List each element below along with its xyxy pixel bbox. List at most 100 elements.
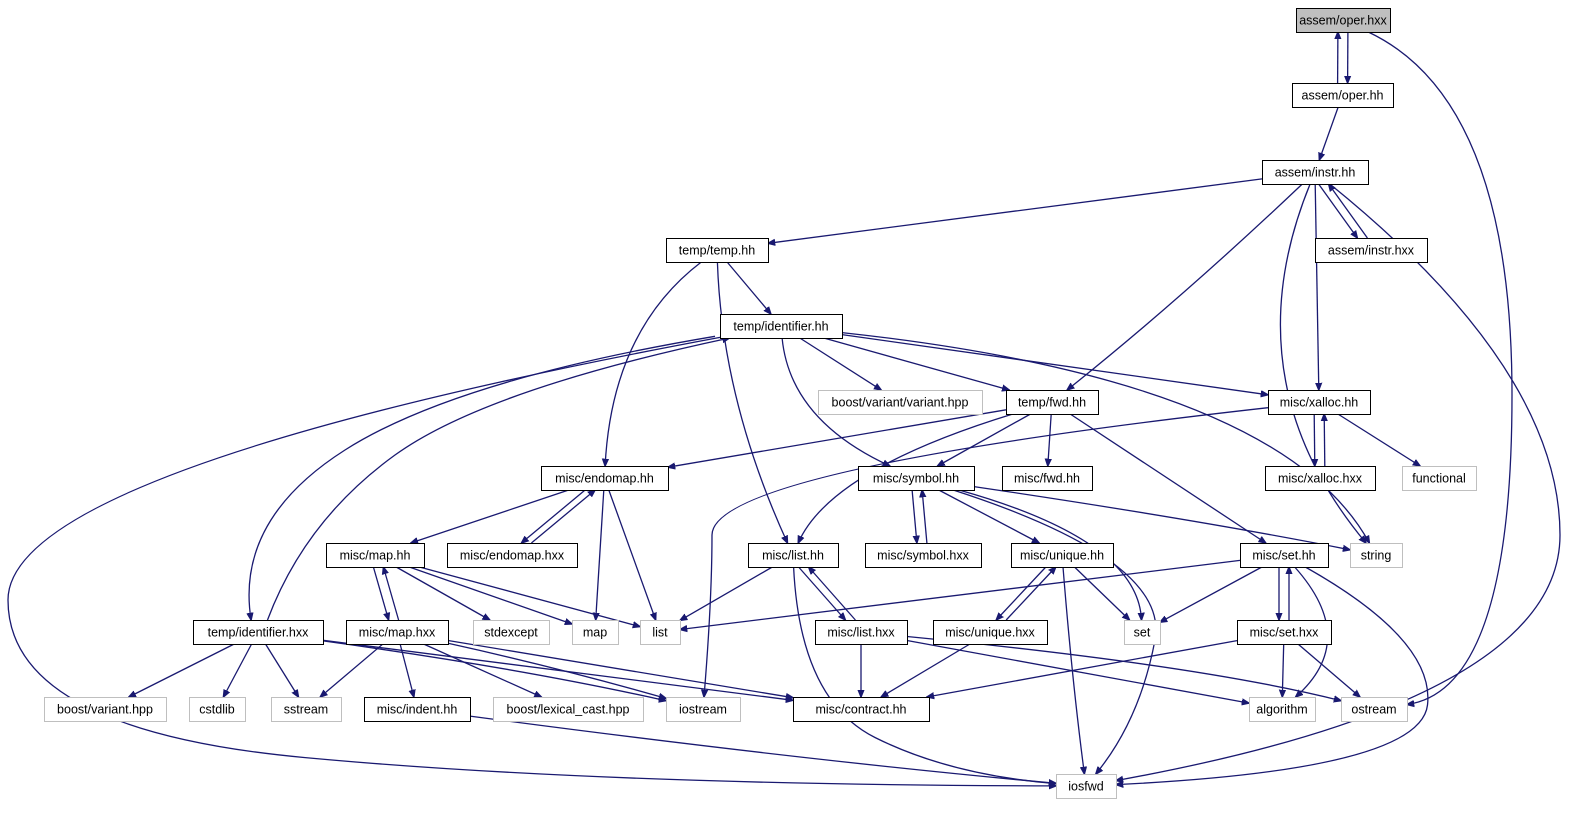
edge-temp-temp-hh-to-temp-identifier-hh <box>726 261 771 314</box>
node-misc-unique-hh[interactable]: misc/unique.hh <box>1011 543 1114 568</box>
node-box <box>541 466 669 491</box>
node-assem-oper-hh[interactable]: assem/oper.hh <box>1292 83 1394 108</box>
edge-path <box>680 566 773 620</box>
node-label: misc/endomap.hxx <box>460 549 565 563</box>
edge-path <box>716 261 787 543</box>
edge-misc-unique-hxx-to-misc-contract-hh <box>881 643 971 697</box>
node-temp-identifier-hxx[interactable]: temp/identifier.hxx <box>193 620 324 645</box>
edge-misc-symbol-hh-to-misc-symbol-hxx <box>911 489 917 543</box>
node-misc-endomap-hxx[interactable]: misc/endomap.hxx <box>447 543 578 568</box>
node-misc-map-hh[interactable]: misc/map.hh <box>326 543 425 568</box>
edge-path <box>1048 413 1051 466</box>
edge-misc-unique-hh-to-iosfwd <box>1062 566 1084 774</box>
node-label: misc/unique.hh <box>1020 549 1104 563</box>
node-misc-set-hxx[interactable]: misc/set.hxx <box>1237 620 1332 645</box>
node-box <box>193 620 324 645</box>
node-box <box>865 543 982 568</box>
node-misc-unique-hxx[interactable]: misc/unique.hxx <box>933 620 1048 645</box>
node-label: misc/unique.hxx <box>945 626 1035 640</box>
node-set: set <box>1124 620 1161 645</box>
node-misc-map-hxx[interactable]: misc/map.hxx <box>346 620 449 645</box>
edge-path <box>423 643 542 697</box>
edge-misc-map-hh-to-list <box>419 566 640 627</box>
node-temp-identifier-hh[interactable]: temp/identifier.hh <box>720 314 843 339</box>
node-label: set <box>1134 626 1151 640</box>
node-box <box>1341 697 1408 722</box>
edge-path <box>266 338 730 621</box>
edge-path <box>1160 566 1263 622</box>
node-temp-fwd-hh[interactable]: temp/fwd.hh <box>1006 390 1099 415</box>
edge-path <box>399 643 414 697</box>
node-boost-variant-hpp: boost/variant.hpp <box>44 697 167 722</box>
edge-temp-identifier-hh-to-boost-variant-variant-hpp <box>799 337 881 390</box>
edge-path <box>608 489 656 620</box>
node-box <box>346 620 449 645</box>
node-box <box>1350 543 1403 568</box>
edge-path <box>704 407 1269 697</box>
edge-temp-temp-hh-to-misc-endomap-hh <box>605 261 702 466</box>
node-misc-indent-hh[interactable]: misc/indent.hh <box>364 697 471 722</box>
node-label: misc/symbol.hh <box>873 472 959 486</box>
edge-misc-list-hxx-to-misc-list-hh <box>809 567 856 621</box>
node-misc-symbol-hh[interactable]: misc/symbol.hh <box>858 466 975 491</box>
edge-misc-map-hxx-to-misc-map-hh <box>383 567 400 621</box>
edge-assem-instr-hh-to-string <box>1279 183 1366 543</box>
node-label: cstdlib <box>199 703 234 717</box>
edge-misc-map-hxx-to-misc-contract-hh <box>447 639 793 698</box>
node-label: temp/identifier.hh <box>733 320 828 334</box>
edge-misc-unique-hxx-to-misc-unique-hh <box>1005 567 1056 621</box>
edge-path <box>996 566 1047 620</box>
edge-misc-xalloc-hh-to-iostream <box>704 407 1269 697</box>
node-box <box>640 620 681 645</box>
node-label: list <box>652 626 668 640</box>
edge-misc-set-hh-to-iosfwd <box>1116 566 1429 785</box>
node-map: map <box>572 620 619 645</box>
edge-path <box>1368 31 1513 705</box>
edge-path <box>799 337 881 390</box>
node-box <box>858 466 975 491</box>
edge-path <box>596 489 605 620</box>
edge-misc-endomap-hxx-to-misc-endomap-hh <box>530 490 595 544</box>
edge-assem-instr-hxx-to-assem-instr-hh <box>1329 184 1368 239</box>
node-assem-oper-hxx[interactable]: assem/oper.hxx <box>1296 8 1391 33</box>
node-misc-symbol-hxx[interactable]: misc/symbol.hxx <box>865 543 982 568</box>
edge-path <box>322 639 793 700</box>
node-label: map <box>583 626 607 640</box>
node-box <box>1249 697 1316 722</box>
edge-misc-symbol-hxx-to-misc-symbol-hh <box>922 490 928 544</box>
edge-path <box>668 409 1007 467</box>
edge-misc-xalloc-hh-to-functional <box>1337 413 1420 466</box>
edge-path <box>447 642 666 698</box>
edge-path <box>1116 566 1429 785</box>
edge-path <box>841 333 1268 395</box>
edge-temp-identifier-hh-to-misc-xalloc-hh <box>841 333 1268 395</box>
node-temp-temp-hh[interactable]: temp/temp.hh <box>666 238 769 263</box>
edge-misc-symbol-hh-to-string <box>973 485 1350 550</box>
node-boost-lexical-cast-hpp: boost/lexical_cast.hpp <box>493 697 644 722</box>
edge-temp-identifier-hh-to-temp-fwd-hh <box>823 337 1009 390</box>
edge-path <box>264 643 299 697</box>
edge-assem-instr-hh-to-temp-fwd-hh <box>1067 183 1303 390</box>
node-iostream: iostream <box>666 697 741 722</box>
node-assem-instr-hh[interactable]: assem/instr.hh <box>1262 160 1369 185</box>
node-misc-fwd-hh[interactable]: misc/fwd.hh <box>1002 466 1093 491</box>
edge-path <box>1319 106 1339 160</box>
node-label: boost/variant/variant.hpp <box>832 396 969 410</box>
edge-path <box>383 567 400 621</box>
node-misc-endomap-hh[interactable]: misc/endomap.hh <box>541 466 669 491</box>
edge-path <box>792 566 1056 784</box>
edge-path <box>841 331 1369 543</box>
node-label: temp/fwd.hh <box>1018 396 1086 410</box>
node-label: misc/list.hxx <box>827 626 895 640</box>
node-box <box>1011 543 1114 568</box>
node-misc-contract-hh[interactable]: misc/contract.hh <box>793 697 930 722</box>
node-misc-list-hxx[interactable]: misc/list.hxx <box>815 620 908 645</box>
node-misc-xalloc-hxx[interactable]: misc/xalloc.hxx <box>1265 466 1376 491</box>
node-box <box>1237 620 1332 645</box>
node-misc-list-hh[interactable]: misc/list.hh <box>748 543 839 568</box>
node-assem-instr-hxx[interactable]: assem/instr.hxx <box>1315 238 1428 263</box>
node-box <box>1002 466 1093 491</box>
edge-misc-set-hxx-to-ostream <box>1297 643 1360 697</box>
node-misc-xalloc-hh[interactable]: misc/xalloc.hh <box>1268 390 1371 415</box>
node-misc-set-hh[interactable]: misc/set.hh <box>1240 543 1329 568</box>
